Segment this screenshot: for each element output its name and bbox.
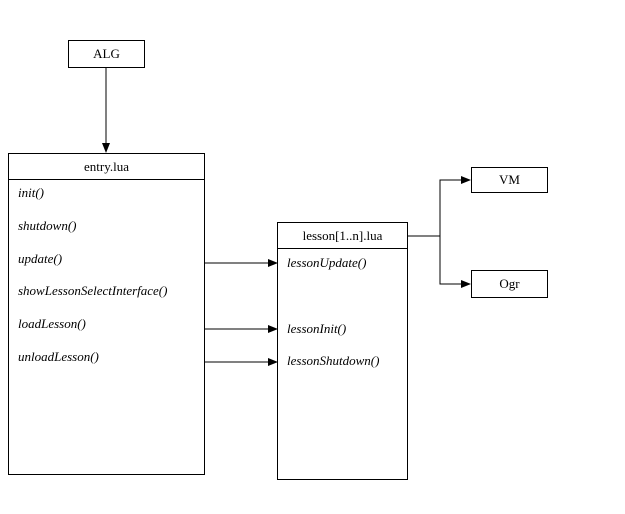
entry-method-init: init() <box>18 185 44 200</box>
entry-class-box: entry.lua init() shutdown() update() sho… <box>8 153 205 475</box>
ogr-label: Ogr <box>499 276 520 291</box>
alg-label: ALG <box>93 46 120 61</box>
alg-box: ALG <box>68 40 145 68</box>
arrow-lesson-to-ogr <box>439 236 471 288</box>
entry-method-load-lesson: loadLesson() <box>18 316 86 331</box>
vm-label: VM <box>499 172 520 187</box>
entry-method-shutdown: shutdown() <box>18 218 77 233</box>
entry-method-show-lesson-select-interface: showLessonSelectInterface() <box>18 283 168 298</box>
lesson-method-shutdown: lessonShutdown() <box>287 353 380 368</box>
entry-method-unload-lesson: unloadLesson() <box>18 349 99 364</box>
entry-method-update: update() <box>18 251 63 266</box>
vm-box: VM <box>471 167 548 193</box>
lesson-class-title: lesson[1..n].lua <box>278 223 407 249</box>
lesson-method-init: lessonInit() <box>287 321 347 336</box>
arrow-lesson-to-vm <box>407 176 471 237</box>
lesson-method-update: lessonUpdate() <box>287 255 367 270</box>
lesson-class-box: lesson[1..n].lua lessonUpdate() lessonIn… <box>277 222 408 480</box>
entry-class-title: entry.lua <box>9 154 204 180</box>
ogr-box: Ogr <box>471 270 548 298</box>
